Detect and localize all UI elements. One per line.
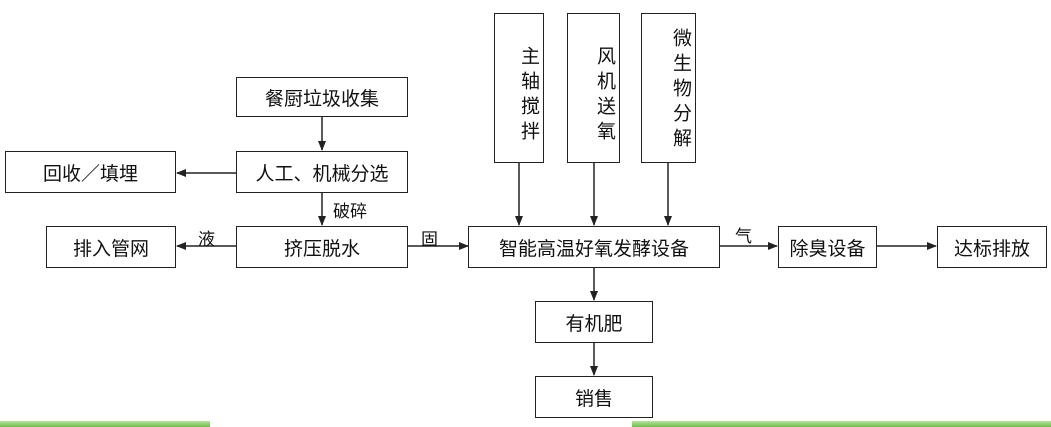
node-dewater: 挤压脱水 [236,226,408,268]
node-drain: 排入管网 [46,226,176,268]
node-sort: 人工、机械分选 [236,151,408,193]
node-fertilizer: 有机肥 [535,301,653,343]
node-stir: 主轴搅拌 [494,13,544,163]
node-recycle: 回收／填埋 [5,151,176,193]
label-liquid: 液 [198,230,215,250]
label-gas: 气 [735,227,752,247]
node-microbe: 微生物分解 [641,13,696,163]
node-aerate: 风机送氧 [567,13,620,163]
node-collect: 餐厨垃圾收集 [236,77,408,117]
decor-strip-left [0,421,210,427]
label-solid: 固 [421,230,438,250]
decor-strip-right [632,421,1051,427]
node-fermenter: 智能高温好氧发酵设备 [468,226,720,268]
node-deodor: 除臭设备 [778,226,877,268]
label-crush: 破碎 [333,202,367,222]
node-discharge: 达标排放 [937,226,1047,268]
node-sale: 销售 [535,376,653,418]
